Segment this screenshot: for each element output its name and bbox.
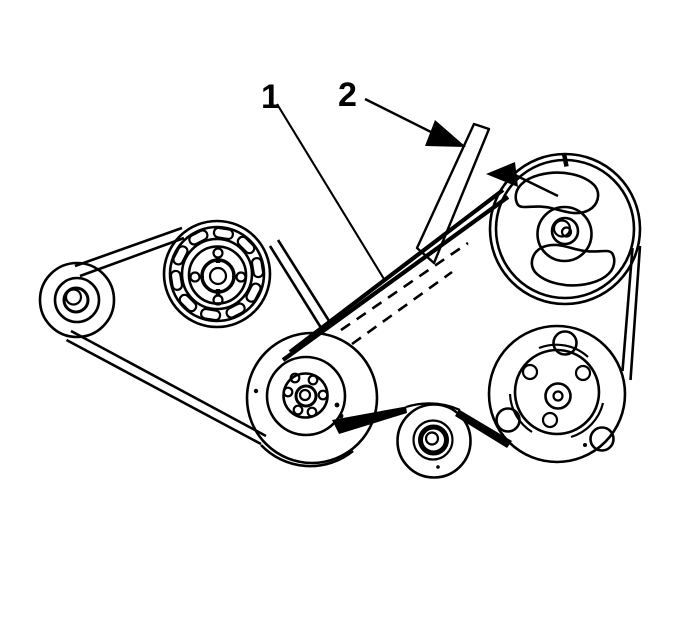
arrowhead-2b: [486, 162, 518, 187]
bolt-hole: [307, 374, 319, 386]
pulley-bore-inner: [64, 288, 83, 306]
pulley-rim: [487, 324, 627, 464]
bolt-hole: [292, 404, 304, 416]
hub-tab: [235, 271, 247, 283]
rim-dot: [436, 465, 440, 469]
pulley-top-right: [488, 152, 642, 306]
hub: [200, 258, 236, 294]
slot: [236, 235, 256, 255]
pointer-line-2b: [514, 173, 559, 198]
belt-edge: [70, 329, 267, 438]
belt-edge: [79, 236, 185, 278]
spoke-window-lower: [530, 243, 616, 287]
bolt-hole: [306, 406, 318, 418]
flange-wing: [538, 343, 589, 358]
face-dot: [334, 402, 340, 408]
pulley-upper-left-grooved: [162, 219, 272, 329]
pulley-face: [265, 355, 347, 437]
pulley-rim: [162, 219, 272, 329]
slot: [200, 307, 222, 322]
belt-edge-bold: [281, 195, 510, 362]
face-dot: [338, 413, 344, 419]
flange-hole: [541, 411, 559, 429]
callout-1: 1: [261, 78, 385, 280]
spoke-window-upper: [514, 171, 600, 215]
slot-ring: [169, 226, 265, 322]
slot: [169, 269, 184, 291]
flange-hole: [574, 364, 592, 382]
pulley-far-left-idler: [38, 261, 116, 339]
belt-wrap-crank-bottom: [260, 444, 354, 468]
belt-span-marked: [281, 188, 510, 362]
callout-1-label: 1: [261, 78, 280, 116]
belt-edge: [268, 245, 325, 332]
mount-lobe: [589, 426, 615, 452]
pulley-bore-center: [560, 226, 573, 238]
pulley-bore-inner: [298, 388, 312, 402]
tube-body: [415, 122, 491, 265]
hub-ring: [536, 205, 593, 263]
belt-edge-hidden: [351, 270, 453, 346]
belt-edge-hidden: [340, 241, 469, 332]
belt-band: [455, 409, 512, 448]
flange-hole: [521, 363, 539, 381]
hub-bore: [208, 266, 228, 286]
belt-edge: [74, 226, 183, 268]
mount-lobe: [552, 330, 578, 356]
belt-band: [332, 406, 407, 434]
hub-tab: [212, 247, 224, 259]
pulley-bore: [550, 216, 580, 246]
belt-edge: [629, 245, 642, 381]
bearing-ring: [418, 424, 449, 456]
hub-tab: [189, 271, 201, 283]
callout-2-label: 2: [338, 76, 357, 114]
slot: [250, 257, 265, 279]
pulley-face: [53, 276, 101, 324]
belt-wrap-idler-top: [405, 402, 461, 412]
flange-wing: [508, 393, 533, 433]
bolt-hole: [282, 386, 294, 398]
pulley-bore: [62, 286, 90, 314]
slot: [178, 293, 198, 313]
pulley-rim-inner: [168, 225, 266, 323]
leader-line-1: [276, 103, 385, 280]
belt-edge: [621, 247, 634, 372]
pulley-crankshaft: [245, 331, 379, 465]
flange-wing: [570, 402, 605, 439]
pulley-face: [180, 237, 254, 311]
pulley-face: [412, 419, 454, 461]
hub: [544, 382, 572, 410]
pulley-pump-bottom-right: [487, 324, 627, 464]
mount-lobe: [495, 407, 521, 433]
arrowhead-2: [425, 120, 466, 147]
pulley-bore: [294, 384, 318, 408]
bolt-hole: [289, 372, 301, 384]
slot: [212, 226, 234, 241]
pulley-rim: [38, 261, 116, 339]
belt-edge: [276, 239, 333, 325]
bolt-hole: [317, 389, 329, 401]
indicator-tube: [415, 122, 491, 265]
pulley-bore: [424, 431, 440, 446]
rim-dot: [583, 443, 587, 447]
rim-dot: [253, 388, 259, 394]
drive-belt: [65, 226, 642, 468]
leader-line-2: [364, 97, 434, 135]
belt-edge: [65, 338, 262, 446]
rim-notch: [561, 153, 569, 167]
belt-edge-bold: [288, 188, 505, 354]
hub-bore: [552, 390, 564, 402]
callout-2: 2: [338, 76, 559, 198]
